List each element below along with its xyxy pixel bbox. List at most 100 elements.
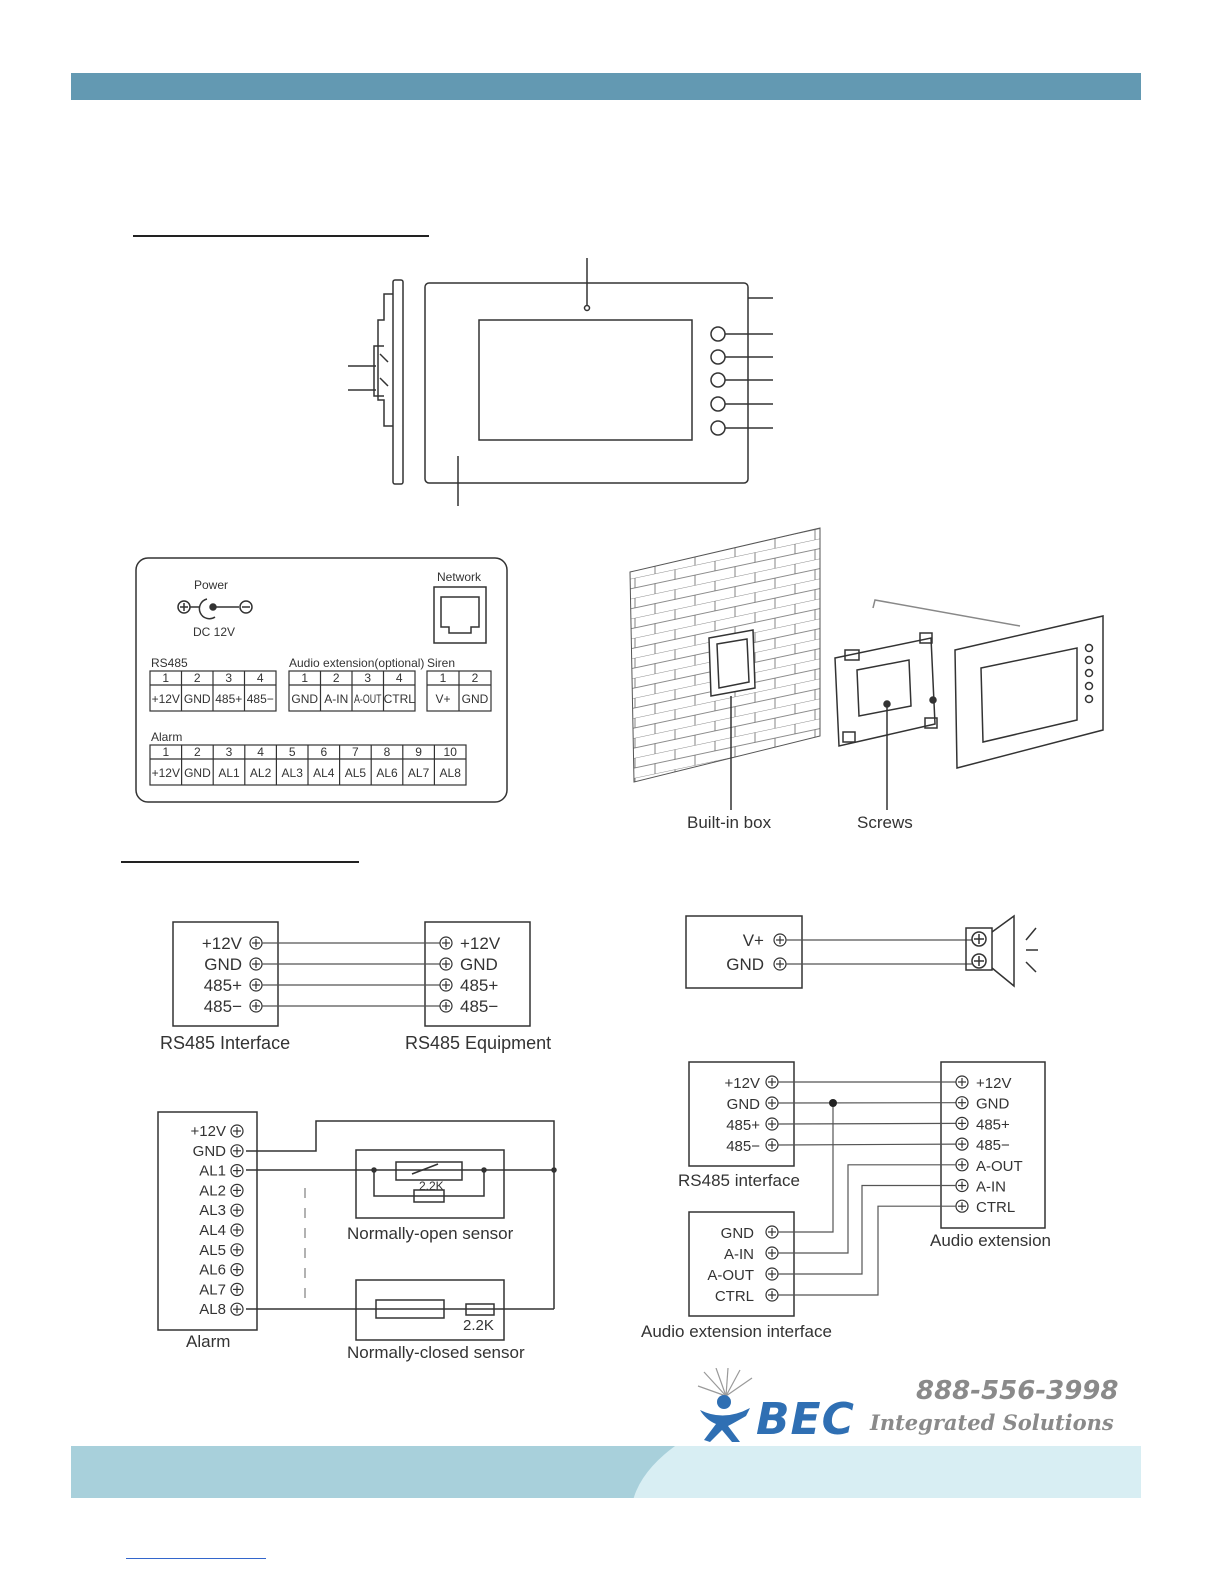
mounting-illustration	[629, 527, 1104, 810]
alarm-num-5: 5	[289, 745, 296, 759]
section-underline-1	[133, 235, 429, 237]
siren-num-2: 2	[472, 671, 479, 685]
alarm-pin-7: AL5	[345, 766, 367, 780]
alarm-num-9: 9	[415, 745, 422, 759]
rs485-num-4: 4	[257, 671, 264, 685]
audio-iface-caption: Audio extension interface	[641, 1322, 832, 1341]
header-bar	[71, 73, 1141, 100]
bottom-link-underline	[126, 1558, 266, 1559]
alarm-pin: AL4	[199, 1222, 226, 1239]
terminal-icon	[230, 1243, 244, 1257]
audio-pin-1: GND	[291, 692, 318, 706]
audio-rs485-pin: +12V	[725, 1075, 760, 1092]
rs485-pin-2: GND	[184, 692, 211, 706]
audio-pin-3: A-OUT	[354, 692, 382, 706]
rs485-num-2: 2	[194, 671, 201, 685]
alarm-num-3: 3	[226, 745, 233, 759]
siren-pin-2: GND	[462, 692, 489, 706]
alarm-table: 1+12V2GND3AL14AL25AL36AL47AL58AL69AL710A…	[149, 744, 467, 786]
rs485-left-pin: 485−	[204, 997, 242, 1016]
alarm-pin: AL6	[199, 1262, 226, 1279]
terminal-icon	[230, 1203, 244, 1217]
audio-pin-2: A-IN	[324, 692, 348, 706]
button-icon-3	[710, 372, 726, 388]
rs485-num-1: 1	[162, 671, 169, 685]
normally-open-sensor	[355, 1149, 505, 1219]
normally-closed-caption: Normally-closed sensor	[347, 1343, 525, 1362]
audio-num-1: 1	[301, 671, 308, 685]
terminal-icon	[955, 1137, 969, 1151]
audio-ext-pin: 485+	[976, 1116, 1010, 1133]
alarm-pin: AL2	[199, 1182, 226, 1199]
audio-iface-pin: A-OUT	[707, 1267, 754, 1284]
section-underline-2	[121, 861, 359, 863]
audio-title: Audio extension(optional)	[289, 656, 424, 670]
terminal-icon	[773, 957, 787, 971]
terminal-icon	[765, 1138, 779, 1152]
rs485-right-pin: 485−	[460, 997, 498, 1016]
terminal-icon	[230, 1183, 244, 1198]
monitor-front-view	[424, 282, 749, 484]
rs485-left-pin: +12V	[202, 934, 243, 953]
rs485-pin-1: +12V	[152, 692, 180, 706]
audio-ext-pin: GND	[976, 1096, 1010, 1113]
audio-ext-pin: A-OUT	[976, 1158, 1023, 1175]
alarm-num-1: 1	[162, 745, 169, 759]
terminal-icon	[439, 957, 453, 971]
mounting-plate	[834, 637, 936, 747]
button-icon-4	[710, 396, 726, 412]
builtin-box-label: Built-in box	[687, 813, 772, 832]
normally-closed-sensor	[355, 1279, 505, 1341]
terminal-icon	[439, 999, 453, 1013]
alarm-num-2: 2	[194, 745, 201, 759]
rs485-interface-caption: RS485 Interface	[160, 1033, 290, 1053]
terminal-icon	[765, 1117, 779, 1131]
alarm-num-6: 6	[320, 745, 327, 759]
terminal-icon	[249, 978, 263, 992]
power-label: Power	[194, 578, 228, 592]
siren-num-1: 1	[440, 671, 447, 685]
terminal-icon	[230, 1144, 244, 1158]
monitor-drawing	[348, 258, 773, 506]
alarm-pin-1: +12V	[152, 766, 180, 780]
audio-rs485-pin: 485−	[726, 1138, 760, 1155]
audio-num-3: 3	[364, 671, 371, 685]
alarm-pin-6: AL4	[313, 766, 335, 780]
siren-speaker-icon	[965, 914, 1038, 988]
terminal-icon	[765, 1225, 779, 1239]
power-jack-icon	[177, 598, 253, 620]
terminal-icon	[439, 978, 453, 992]
terminal-icon	[955, 1075, 969, 1089]
audio-ext-caption: Audio extension	[930, 1231, 1051, 1250]
alarm-pin-3: AL1	[218, 766, 240, 780]
alarm-pin: AL8	[199, 1301, 226, 1318]
terminal-icon	[230, 1163, 244, 1178]
terminal-icon	[955, 1158, 969, 1172]
terminal-icon	[773, 933, 787, 947]
alarm-pin: AL7	[199, 1281, 226, 1298]
rs485-title: RS485	[151, 656, 188, 670]
normally-open-caption: Normally-open sensor	[347, 1224, 514, 1243]
phone-number: 888-556-3998	[916, 1376, 1119, 1406]
monitor-screen	[478, 319, 693, 441]
alarm-pin: AL1	[199, 1163, 226, 1180]
terminal-icon	[249, 999, 263, 1013]
alarm-pin: AL5	[199, 1242, 226, 1259]
siren-pin: GND	[726, 955, 764, 974]
alarm-pin-10: AL8	[440, 766, 462, 780]
audio-num-2: 2	[333, 671, 340, 685]
rs485-left-pin: 485+	[204, 976, 242, 995]
terminal-icon	[230, 1282, 244, 1296]
siren-title: Siren	[427, 656, 455, 670]
button-icon-5	[710, 420, 726, 436]
terminal-icon	[439, 936, 453, 950]
logo-tagline: Integrated Solutions	[870, 1410, 1114, 1435]
audio-num-4: 4	[396, 671, 403, 685]
terminal-icon	[765, 1288, 779, 1302]
rs485-num-3: 3	[225, 671, 232, 685]
alarm-pin: GND	[193, 1143, 227, 1160]
